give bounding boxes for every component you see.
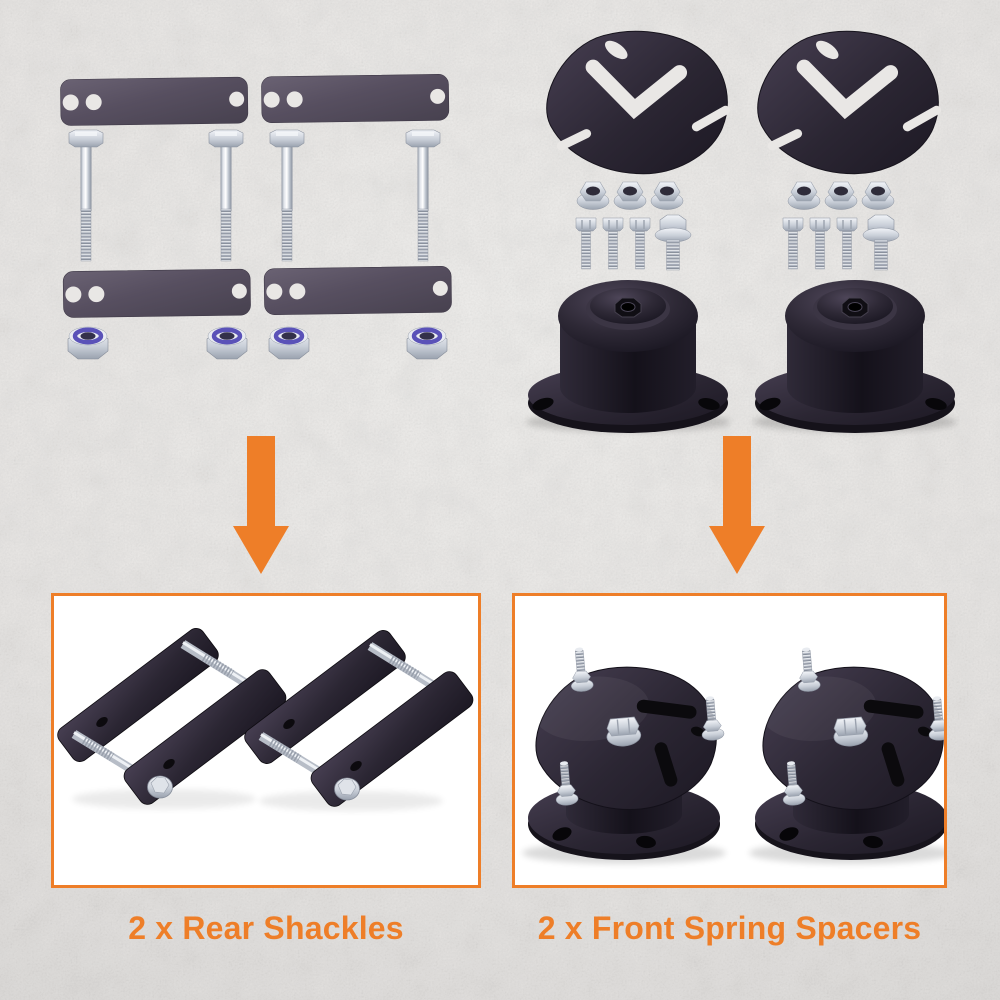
assembled-front-spacers-photo — [515, 596, 944, 885]
shackle-plates — [59, 73, 453, 319]
lock-nuts — [68, 327, 447, 359]
spring-spacer-bodies — [526, 280, 957, 433]
front-spacer-hardware-illustration — [500, 18, 960, 448]
rear-shackles-product-box — [51, 593, 481, 888]
spacer-top-plates — [543, 27, 942, 179]
rear-shackles-label: 2 x Rear Shackles — [128, 909, 404, 946]
assembled-rear-shackles-photo — [54, 596, 478, 885]
shackle-bolts — [68, 129, 441, 262]
rear-shackle-hardware-illustration — [59, 73, 453, 375]
hex-bolts — [575, 214, 900, 271]
flange-nuts — [576, 181, 895, 210]
down-arrow-icon — [233, 436, 289, 574]
front-spacers-product-box — [512, 593, 947, 888]
front-spacers-label: 2 x Front Spring Spacers — [537, 909, 922, 946]
down-arrow-icon — [709, 436, 765, 574]
